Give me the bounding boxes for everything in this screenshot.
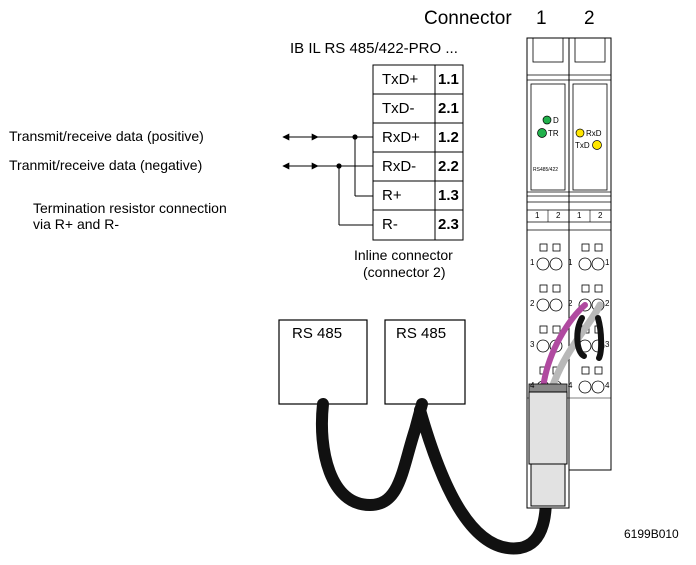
- termination-label-sub: via R+ and R-: [33, 216, 119, 232]
- bus-plug: [528, 383, 568, 507]
- pin-number-3-left: 3: [530, 340, 535, 349]
- pin-number-4-mid: 4: [568, 381, 573, 390]
- connector-label: Connector: [424, 8, 512, 29]
- terminal-signal-rxd-plus: RxD+: [382, 129, 420, 146]
- rs485-device-1: [278, 319, 368, 405]
- signal-label-negative: Tranmit/receive data (negative): [9, 157, 203, 173]
- terminal-pin-1-2: 1.2: [438, 129, 459, 146]
- connector-1-label: 1: [536, 8, 547, 29]
- connector-2-label: 2: [584, 8, 595, 29]
- pin-number-4-left: 4: [530, 381, 535, 390]
- junction-dot-negative: [336, 163, 342, 169]
- inline-connector-caption: Inline connector: [354, 247, 453, 263]
- terminal-number-1-left: 1: [535, 211, 540, 220]
- pin-number-1-mid: 1: [568, 258, 573, 267]
- bus-cable: [315, 398, 428, 512]
- module-model-label: RS485/422: [533, 167, 559, 173]
- terminal-signal-txd-minus: TxD-: [382, 100, 415, 117]
- terminal-signal-rxd-minus: RxD-: [382, 158, 417, 175]
- pin-number-1-right: 1: [605, 258, 610, 267]
- terminal-number-1-right: 1: [577, 211, 582, 220]
- signal-wiring: [282, 133, 373, 226]
- led-txd: [592, 140, 602, 150]
- module-name: IB IL RS 485/422-PRO ...: [290, 40, 458, 57]
- terminal-signal-r-plus: R+: [382, 187, 402, 204]
- led-tr-label: TR: [548, 129, 559, 138]
- signal-label-positive: Transmit/receive data (positive): [9, 128, 204, 144]
- led-txd-label: TxD: [575, 141, 590, 150]
- pin-number-2-mid: 2: [568, 299, 573, 308]
- terminal-number-2-right: 2: [598, 211, 603, 220]
- rs485-device-2: [384, 319, 466, 405]
- black-jumper-wire-right: [595, 315, 605, 361]
- black-jumper-wire-left: [574, 315, 587, 359]
- terminal-pin-2-2: 2.2: [438, 158, 459, 175]
- terminal-signal-txd-plus: TxD+: [382, 71, 419, 88]
- pin-number-2-left: 2: [530, 299, 535, 308]
- terminal-pin-2-1: 2.1: [438, 100, 459, 117]
- terminal-signal-r-minus: R-: [382, 216, 398, 233]
- led-tr: [537, 128, 547, 138]
- terminal-pin-2-3: 2.3: [438, 216, 459, 233]
- pin-number-2-right: 2: [605, 299, 610, 308]
- terminal-pin-1-1: 1.1: [438, 71, 459, 88]
- led-d: [542, 115, 552, 125]
- led-d-label: D: [553, 116, 559, 125]
- pin-number-1-left: 1: [530, 258, 535, 267]
- termination-label: Termination resistor connection: [33, 200, 227, 216]
- led-rxd-label: RxD: [586, 129, 602, 138]
- figure-id: 6199B010: [624, 527, 679, 541]
- led-rxd: [575, 128, 585, 138]
- rs485-device-2-label: RS 485: [396, 325, 447, 342]
- terminal-pin-1-3: 1.3: [438, 187, 459, 204]
- terminal-number-2-left: 2: [556, 211, 561, 220]
- inline-connector-caption-sub: (connector 2): [363, 264, 446, 280]
- junction-dot-positive: [352, 134, 358, 140]
- bus-cable-to-module: [414, 404, 553, 555]
- pin-number-4-right: 4: [605, 381, 610, 390]
- rs485-device-1-label: RS 485: [292, 325, 343, 342]
- magenta-signal-wire: [540, 302, 588, 391]
- pin-number-3-right: 3: [605, 340, 610, 349]
- terminal-table: [372, 64, 464, 241]
